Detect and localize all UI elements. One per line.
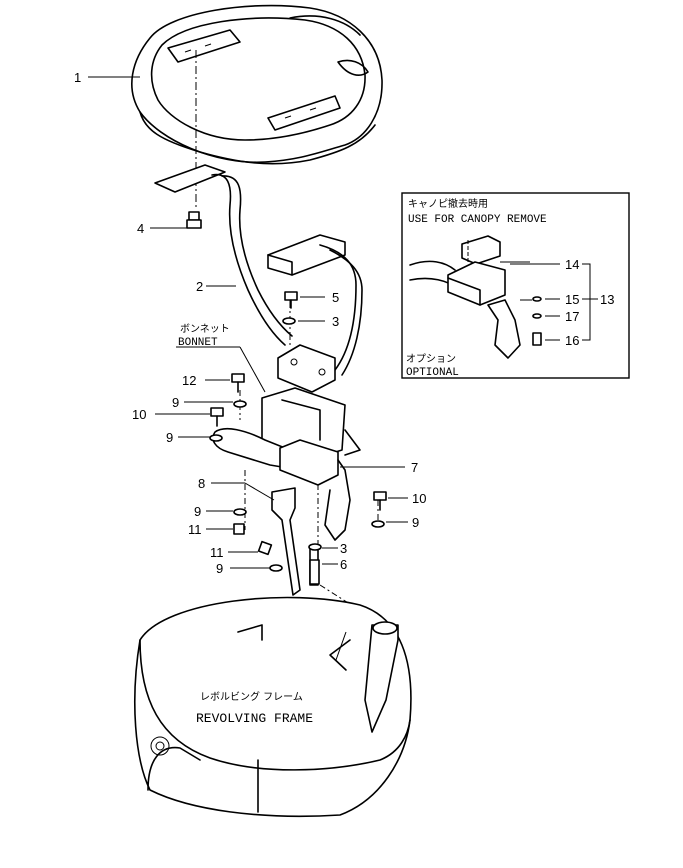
callout-16: 16 xyxy=(565,333,579,348)
frame-label-jp: レボルビング フレーム xyxy=(200,690,303,703)
callout-1: 1 xyxy=(74,70,81,85)
callout-2: 2 xyxy=(196,279,203,294)
callout-7: 7 xyxy=(411,460,418,475)
bonnet-label-jp: ボンネット xyxy=(180,323,230,335)
canopy-remove-inset: キャノピ撤去時用 USE FOR CANOPY REMOVE オプション OPT… xyxy=(401,192,630,379)
callout-13: 13 xyxy=(600,292,614,307)
callout-12: 12 xyxy=(182,373,196,388)
seat-part xyxy=(131,4,383,165)
callout-10-b: 10 xyxy=(412,491,426,506)
callout-9-c: 9 xyxy=(194,504,201,519)
callout-5: 5 xyxy=(332,290,339,305)
inset-title-jp: キャノピ撤去時用 xyxy=(408,197,488,210)
seat-support-part xyxy=(154,164,363,393)
inset-option-jp: オプション xyxy=(406,353,456,365)
callout-11-b: 11 xyxy=(210,545,224,560)
callout-8: 8 xyxy=(198,476,205,491)
callout-15: 15 xyxy=(565,292,579,307)
callout-6: 6 xyxy=(340,557,347,572)
bracket-part xyxy=(212,387,361,541)
frame-label-en: REVOLVING FRAME xyxy=(196,711,313,726)
callout-17: 17 xyxy=(565,309,579,324)
callout-9-a: 9 xyxy=(172,395,179,410)
callout-numbers: 1 2 3 3 4 5 6 7 8 9 9 9 9 9 10 10 11 11 … xyxy=(74,70,426,576)
bonnet-label-en: BONNET xyxy=(178,337,218,349)
callout-9-e: 9 xyxy=(412,515,419,530)
hardware xyxy=(186,211,387,585)
callout-10-a: 10 xyxy=(132,407,146,422)
callout-3-upper: 3 xyxy=(332,314,339,329)
inset-title-en: USE FOR CANOPY REMOVE xyxy=(408,214,547,226)
callout-9-b: 9 xyxy=(166,430,173,445)
callout-11-a: 11 xyxy=(188,522,202,537)
callout-4: 4 xyxy=(137,221,144,236)
callout-3-lower: 3 xyxy=(340,541,347,556)
callout-9-d: 9 xyxy=(216,561,223,576)
revolving-frame xyxy=(134,596,412,818)
callout-14: 14 xyxy=(565,257,579,272)
inset-option-en: OPTIONAL xyxy=(406,367,459,379)
leader-lines xyxy=(88,76,408,661)
